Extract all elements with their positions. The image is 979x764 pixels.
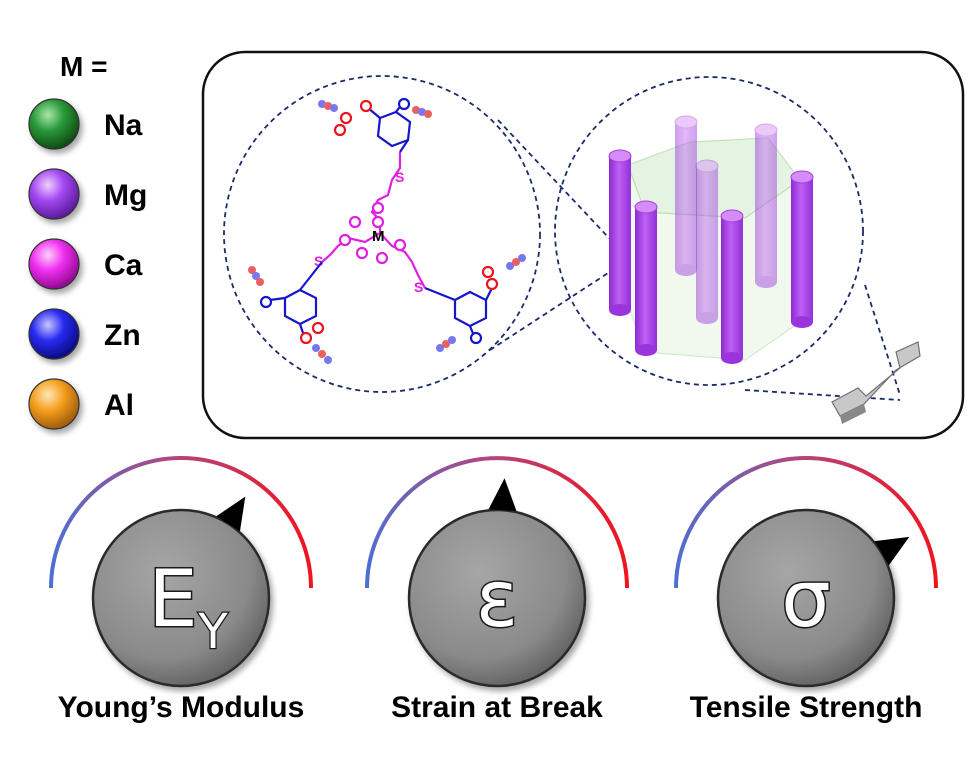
metal-sphere-al: [28, 378, 80, 430]
cylinder: [674, 115, 698, 276]
chain-ends: [248, 100, 526, 364]
legend-item-mg: Mg: [28, 168, 147, 220]
molecule-zoom: M S S S: [223, 75, 541, 393]
legend-label: Mg: [104, 179, 147, 212]
cyclohexane-rings: [269, 103, 493, 337]
sulfur-label-right: S: [414, 279, 423, 295]
metal-sphere-ca: [28, 238, 80, 290]
gauge-pointer: [874, 536, 910, 566]
legend-item-al: Al: [28, 378, 134, 430]
legend-item-zn: Zn: [28, 308, 141, 360]
gauge-symbol: σ: [781, 555, 830, 645]
gauge-symbol: E: [148, 555, 197, 645]
panel-frame: [201, 50, 965, 440]
cylinder: [790, 170, 814, 328]
metal-sphere-na: [28, 98, 80, 150]
molecule-circle: [223, 75, 541, 393]
gauge-scale-arc: [365, 456, 629, 589]
legend-title: M =: [60, 51, 107, 82]
zoom-connectors: [489, 119, 901, 401]
cylinders: [608, 115, 814, 364]
gauge-subscript: Y: [197, 604, 228, 660]
carboxylate-groups: [338, 201, 407, 265]
sulfur-label-top: S: [395, 169, 404, 185]
cylinder: [720, 209, 744, 364]
cylinder: [754, 123, 778, 288]
legend-label: Na: [104, 109, 143, 142]
packing-circle: [554, 76, 864, 386]
gauge-caption: Young’s Modulus: [58, 691, 305, 724]
legend-item-na: Na: [28, 98, 143, 150]
ester-oxygens: [259, 97, 499, 345]
sulfur-label-left: S: [314, 253, 323, 269]
gauge-knob: [407, 508, 587, 688]
cylinder: [695, 159, 719, 324]
gauge-scale-arc: [49, 456, 313, 589]
legend-label: Al: [104, 389, 134, 422]
metal-center-label: M: [372, 228, 385, 245]
tensile-specimen-icon: [831, 341, 921, 424]
gauge-scale-arc: [674, 456, 938, 589]
gauge-symbol: ε: [476, 555, 518, 645]
metal-sphere-zn: [28, 308, 80, 360]
gauge-knob: [716, 508, 896, 688]
zoom-panel: M S S S: [201, 50, 965, 440]
cylinder: [608, 149, 632, 316]
gauge-knob: [91, 508, 271, 688]
gauge-pointer: [216, 496, 246, 532]
legend-label: Ca: [104, 249, 143, 282]
hexagonal-packing-zoom: [554, 76, 864, 386]
gauge-pointer: [488, 478, 517, 512]
gauge-caption: Tensile Strength: [690, 691, 923, 724]
gauge-caption: Strain at Break: [391, 691, 603, 724]
cylinder: [634, 200, 658, 356]
legend-label: Zn: [104, 319, 141, 352]
legend-item-ca: Ca: [28, 238, 143, 290]
metal-sphere-mg: [28, 168, 80, 220]
